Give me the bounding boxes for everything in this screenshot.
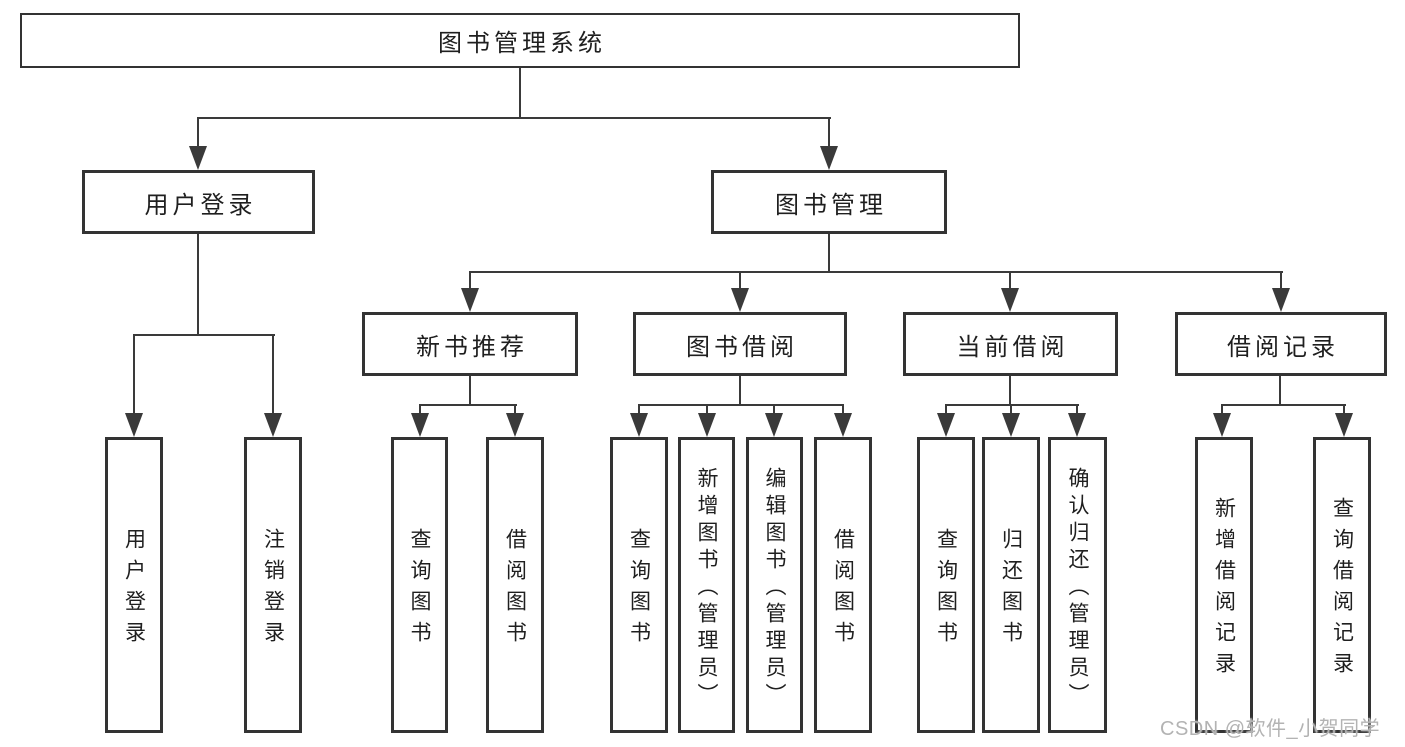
arrowhead-down-icon <box>820 146 838 170</box>
connector-leaf-drop <box>1221 404 1223 416</box>
connector-login-leaf-drop <box>133 334 135 416</box>
leaf-borrow-book-borrowing-label: 借阅图书 <box>831 528 855 652</box>
connector-level2-bus <box>197 117 831 119</box>
leaf-query-borrow-record: 查询借阅记录 <box>1313 437 1371 733</box>
connector-leaf-drop <box>706 404 708 416</box>
arrowhead-down-icon <box>461 288 479 312</box>
leaf-edit-book-admin: 编辑图书（管理员） <box>746 437 803 733</box>
node-book-borrowing-label: 图书借阅 <box>686 333 798 361</box>
leaf-confirm-return-admin: 确认归还（管理员） <box>1048 437 1107 733</box>
arrowhead-down-icon <box>765 413 783 437</box>
connector-current-bus <box>945 404 1079 406</box>
node-book-management-label: 图书管理 <box>775 191 887 219</box>
connector-recommend-drop <box>469 271 471 292</box>
connector-book-mgmt-drop <box>828 117 830 150</box>
node-root: 图书管理系统 <box>20 13 1020 68</box>
connector-leaf-drop <box>773 404 775 416</box>
connector-leaf-drop <box>419 404 421 416</box>
node-borrowing-records-label: 借阅记录 <box>1227 333 1339 361</box>
arrowhead-down-icon <box>125 413 143 437</box>
connector-leaf-drop <box>638 404 640 416</box>
node-root-label: 图书管理系统 <box>438 30 606 57</box>
arrowhead-down-icon <box>630 413 648 437</box>
node-new-book-recommendation: 新书推荐 <box>362 312 578 376</box>
arrowhead-down-icon <box>1335 413 1353 437</box>
connector-borrowing-bus <box>638 404 844 406</box>
leaf-user-login-label: 用户登录 <box>122 528 146 652</box>
leaf-add-borrow-record-label: 新增借阅记录 <box>1212 497 1236 683</box>
connector-recommend-stem <box>469 376 471 406</box>
connector-root-stem <box>519 68 521 119</box>
connector-records-drop <box>1280 271 1282 292</box>
connector-leaf-drop <box>1010 404 1012 416</box>
connector-records-bus <box>1221 404 1346 406</box>
leaf-return-book-label: 归还图书 <box>999 528 1023 652</box>
arrowhead-down-icon <box>834 413 852 437</box>
arrowhead-down-icon <box>411 413 429 437</box>
leaf-query-borrow-record-label: 查询借阅记录 <box>1330 497 1354 683</box>
connector-borrowing-drop <box>739 271 741 292</box>
node-borrowing-records: 借阅记录 <box>1175 312 1387 376</box>
node-user-login-label: 用户登录 <box>144 191 257 219</box>
leaf-borrow-book-recommend: 借阅图书 <box>486 437 544 733</box>
connector-leaf-drop <box>1343 404 1345 416</box>
connector-user-login-stem <box>197 234 199 336</box>
arrowhead-down-icon <box>189 146 207 170</box>
connector-records-stem <box>1279 376 1281 406</box>
leaf-logout-label: 注销登录 <box>261 528 285 652</box>
connector-leaf-drop <box>1076 404 1078 416</box>
arrowhead-down-icon <box>1272 288 1290 312</box>
connector-level3-bus <box>469 271 1283 273</box>
leaf-edit-book-admin-label: 编辑图书（管理员） <box>763 466 786 710</box>
connector-current-stem <box>1009 376 1011 406</box>
node-book-borrowing: 图书借阅 <box>633 312 847 376</box>
arrowhead-down-icon <box>937 413 955 437</box>
arrowhead-down-icon <box>731 288 749 312</box>
arrowhead-down-icon <box>698 413 716 437</box>
leaf-borrow-book-borrowing: 借阅图书 <box>814 437 872 733</box>
arrowhead-down-icon <box>1068 413 1086 437</box>
leaf-borrow-book-recommend-label: 借阅图书 <box>503 528 527 652</box>
node-new-book-recommendation-label: 新书推荐 <box>416 333 528 361</box>
leaf-query-book-borrowing: 查询图书 <box>610 437 668 733</box>
connector-leaf-drop <box>842 404 844 416</box>
arrowhead-down-icon <box>506 413 524 437</box>
connector-leaf-drop <box>514 404 516 416</box>
connector-current-drop <box>1009 271 1011 292</box>
leaf-logout: 注销登录 <box>244 437 302 733</box>
arrowhead-down-icon <box>1001 288 1019 312</box>
watermark: CSDN @软件_小贺同学 <box>1160 718 1381 740</box>
arrowhead-down-icon <box>1213 413 1231 437</box>
connector-user-login-bus <box>133 334 275 336</box>
leaf-query-book-current: 查询图书 <box>917 437 975 733</box>
arrowhead-down-icon <box>1002 413 1020 437</box>
connector-leaf-drop <box>945 404 947 416</box>
leaf-add-borrow-record: 新增借阅记录 <box>1195 437 1253 733</box>
connector-borrowing-stem <box>739 376 741 406</box>
leaf-add-book-admin-label: 新增图书（管理员） <box>695 466 718 710</box>
node-book-management: 图书管理 <box>711 170 947 234</box>
leaf-add-book-admin: 新增图书（管理员） <box>678 437 735 733</box>
connector-book-mgmt-stem <box>828 234 830 273</box>
node-current-borrowing-label: 当前借阅 <box>956 333 1069 361</box>
leaf-query-book-borrowing-label: 查询图书 <box>627 528 651 652</box>
leaf-user-login: 用户登录 <box>105 437 163 733</box>
leaf-query-book-recommend-label: 查询图书 <box>408 528 431 652</box>
leaf-query-book-recommend: 查询图书 <box>391 437 448 733</box>
connector-user-login-drop <box>197 117 199 150</box>
arrowhead-down-icon <box>264 413 282 437</box>
node-current-borrowing: 当前借阅 <box>903 312 1118 376</box>
leaf-return-book: 归还图书 <box>982 437 1040 733</box>
leaf-confirm-return-admin-label: 确认归还（管理员） <box>1066 466 1089 710</box>
node-user-login: 用户登录 <box>82 170 315 234</box>
connector-logout-leaf-drop <box>272 334 274 416</box>
leaf-query-book-current-label: 查询图书 <box>934 528 958 652</box>
connector-recommend-bus <box>419 404 517 406</box>
